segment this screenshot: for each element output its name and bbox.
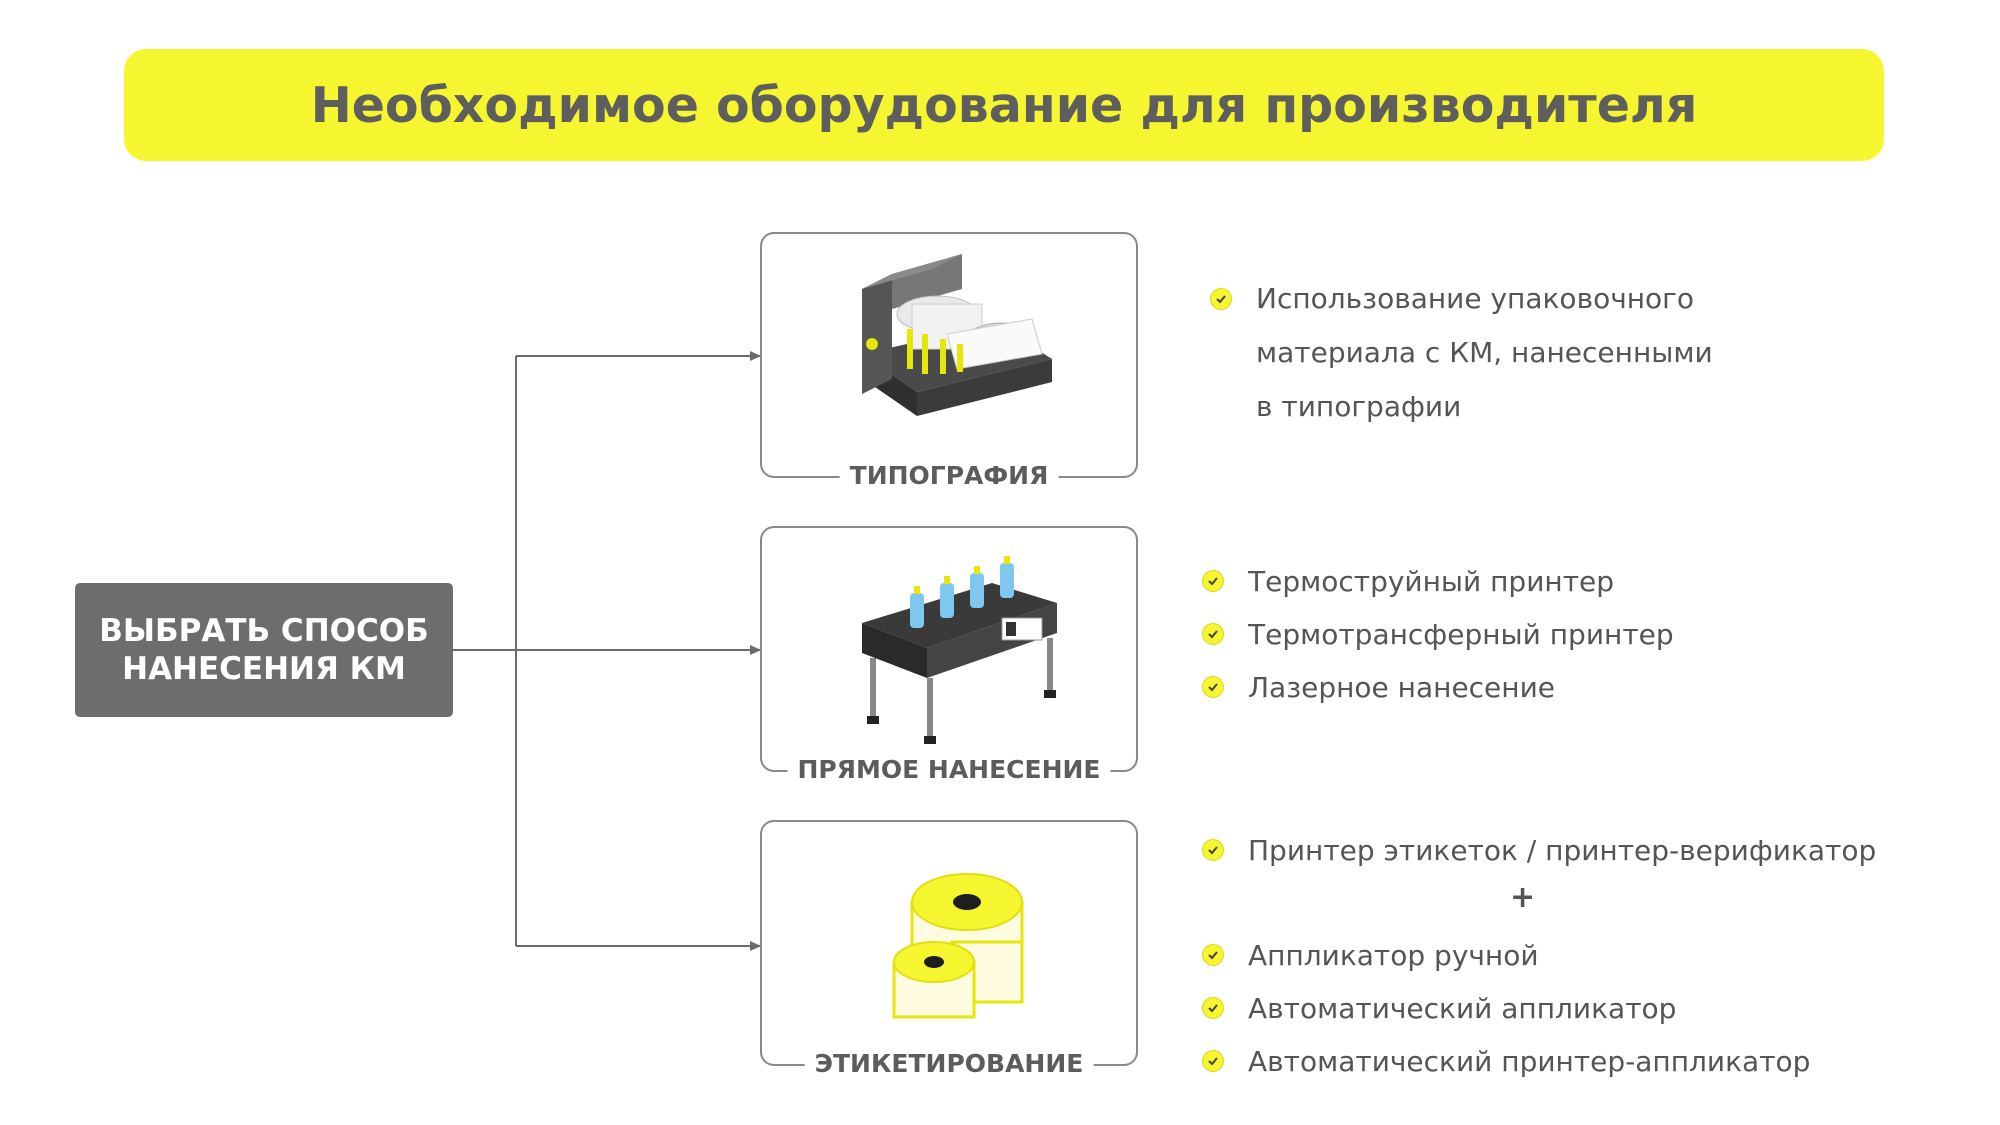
bottle-conveyor-icon [862,556,1057,744]
labeling-item-2: Аппликатор ручной [1248,939,1539,972]
list-item: Термотрансферный принтер [1202,608,1674,661]
direct-item-1: Термоструйный принтер [1248,565,1615,598]
check-icon [1202,623,1224,645]
check-icon [1202,839,1224,861]
typography-text-line-1: Использование упаковочного [1256,282,1695,315]
list-item: Принтер этикеток / принтер-верификатор [1202,824,1876,877]
card-label-labeling: ЭТИКЕТИРОВАНИЕ [804,1050,1094,1078]
start-box: ВЫБРАТЬ СПОСОБ НАНЕСЕНИЯ КМ [75,583,453,717]
start-box-line-2: НАНЕСЕНИЯ КМ [122,651,406,687]
start-box-line-1: ВЫБРАТЬ СПОСОБ [99,613,429,649]
card-typography: ТИПОГРАФИЯ [760,232,1138,490]
direct-item-3: Лазерное нанесение [1248,671,1556,704]
labeling-list-continued: Аппликатор ручной Автоматический апплика… [1202,929,1810,1088]
card-label-typography: ТИПОГРАФИЯ [839,462,1059,490]
typography-text-line-3: в типографии [1256,390,1462,423]
check-icon [1210,288,1232,310]
card-direct-marking: ПРЯМОЕ НАНЕСЕНИЕ [760,526,1138,784]
list-item: Автоматический аппликатор [1202,982,1810,1035]
list-item: Лазерное нанесение [1202,661,1674,714]
check-icon [1202,944,1224,966]
check-icon [1202,1050,1224,1072]
list-item: Использование упаковочного [1210,272,1713,326]
labeling-item-1: Принтер этикеток / принтер-верификатор [1248,834,1877,867]
direct-item-2: Термотрансферный принтер [1248,618,1674,651]
labeling-list: Принтер этикеток / принтер-верификатор [1202,824,1876,877]
list-item: Термоструйный принтер [1202,555,1674,608]
title-banner: Необходимое оборудование для производите… [124,49,1884,161]
check-icon [1202,676,1224,698]
labeling-item-4: Автоматический принтер-аппликатор [1248,1045,1811,1078]
list-item: материала с КМ, нанесенными [1210,326,1713,380]
check-icon [1202,997,1224,1019]
label-rolls-icon [892,873,1024,1019]
plus-sign: + [1510,880,1536,915]
list-item: Аппликатор ручной [1202,929,1810,982]
direct-marking-list: Термоструйный принтер Термотрансферный п… [1202,555,1674,714]
card-label-direct-marking: ПРЯМОЕ НАНЕСЕНИЕ [787,756,1111,784]
page-title: Необходимое оборудование для производите… [310,76,1698,134]
check-icon [1202,570,1224,592]
typography-text-line-2: материала с КМ, нанесенными [1256,336,1713,369]
list-item: в типографии [1210,380,1713,434]
typography-description: Использование упаковочного материала с К… [1210,272,1713,434]
list-item: Автоматический принтер-аппликатор [1202,1035,1810,1088]
card-labeling: ЭТИКЕТИРОВАНИЕ [760,820,1138,1078]
printing-press-icon [862,254,1052,416]
labeling-item-3: Автоматический аппликатор [1248,992,1677,1025]
